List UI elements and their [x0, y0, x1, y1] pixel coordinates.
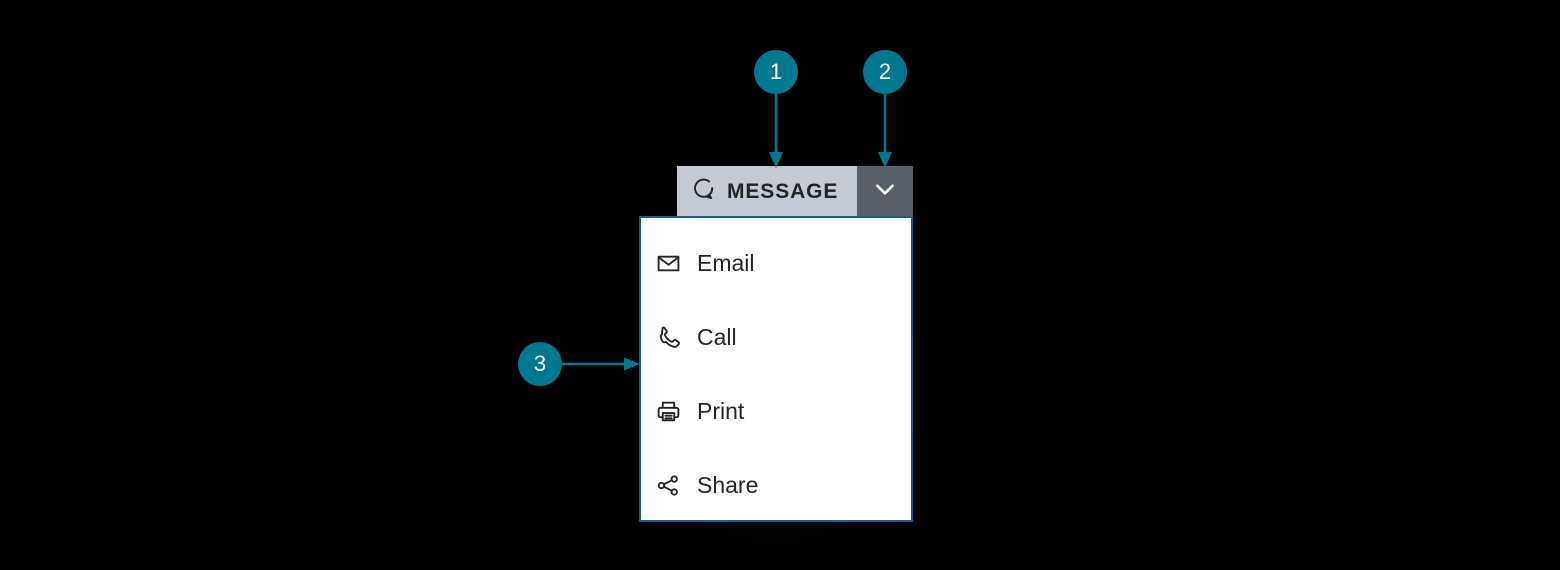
menu-item-email[interactable]: Email [641, 241, 911, 285]
envelope-icon [655, 250, 681, 276]
share-nodes-icon [655, 472, 681, 498]
menu-item-label: Share [697, 471, 759, 498]
callout-arrow-3 [556, 357, 640, 371]
menu-item-label: Call [697, 323, 737, 350]
chevron-down-icon [872, 176, 898, 207]
menu-item-call[interactable]: Call [641, 315, 911, 359]
menu-item-label: Email [697, 249, 755, 276]
callout-number: 1 [769, 59, 783, 84]
message-button-main[interactable]: MESSAGE [677, 166, 857, 216]
message-button-toggle[interactable] [857, 166, 913, 216]
menu-item-print[interactable]: Print [641, 389, 911, 433]
callout-badge-2: 2 [863, 50, 907, 94]
callout-number: 2 [878, 59, 892, 84]
message-split-button[interactable]: MESSAGE [677, 166, 913, 216]
dropdown-panel: Email Call Print [639, 216, 913, 522]
message-button-label: MESSAGE [727, 179, 839, 203]
callout-arrow-1 [769, 86, 783, 168]
callout-badge-1: 1 [754, 50, 798, 94]
menu-item-label: Print [697, 397, 745, 424]
message-bubble-icon [692, 177, 716, 206]
menu-item-share[interactable]: Share [641, 463, 911, 507]
phone-icon [655, 324, 681, 350]
callout-number: 3 [533, 351, 547, 376]
printer-icon [655, 398, 681, 424]
callout-badge-3: 3 [518, 342, 562, 386]
callout-arrow-2 [878, 86, 892, 168]
